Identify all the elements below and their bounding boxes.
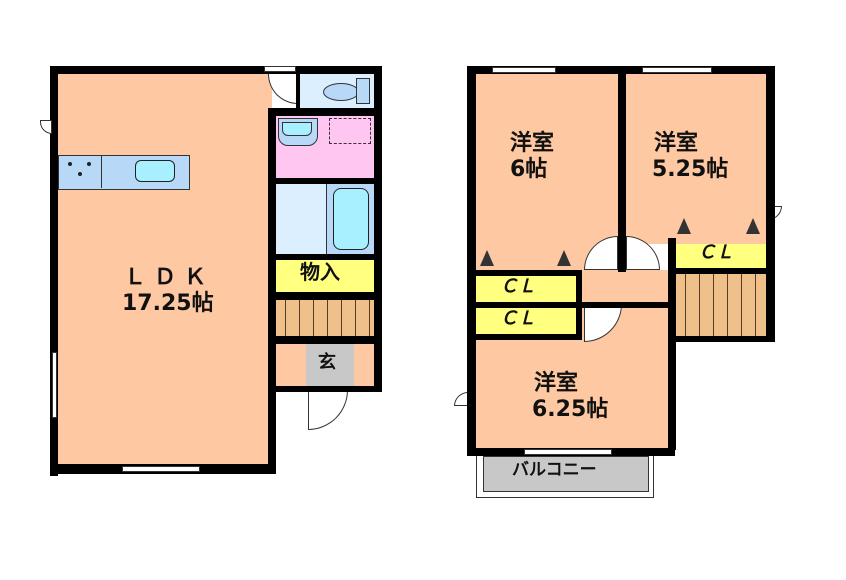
- window: [524, 449, 612, 455]
- side-door[interactable]: [454, 392, 468, 406]
- wall: [467, 66, 476, 452]
- wall: [766, 66, 775, 340]
- bedroom-5-25-label: 洋室: [654, 131, 699, 156]
- wall: [276, 292, 376, 300]
- stove-burner-icon: [78, 172, 82, 176]
- wall: [276, 254, 376, 260]
- side-door[interactable]: [40, 120, 52, 134]
- wall: [50, 66, 382, 74]
- bedroom-6-label: 洋室: [510, 131, 555, 156]
- storage-closet: [276, 260, 374, 292]
- wall: [668, 238, 676, 450]
- stove-burner-icon: [68, 162, 72, 166]
- window: [492, 67, 556, 73]
- wall: [476, 270, 576, 276]
- bedroom-6: [476, 74, 618, 270]
- closet-bedroom-6: [476, 276, 576, 302]
- wall: [668, 268, 768, 274]
- wall: [618, 66, 626, 272]
- bedroom-6-size: 6帖: [510, 157, 548, 182]
- closet-bedroom-5-25: [674, 244, 766, 268]
- entrance-door[interactable]: [308, 390, 348, 430]
- bedroom-6-25-label: 洋室: [534, 371, 579, 396]
- closet-door-marker: [480, 250, 494, 266]
- wall: [272, 386, 382, 392]
- wall: [374, 66, 382, 388]
- washing-machine-space: [329, 118, 371, 144]
- stove-burner-icon: [87, 162, 91, 166]
- wall: [668, 336, 775, 342]
- balcony-label: バルコニー: [512, 460, 597, 480]
- sink-icon: [135, 160, 175, 182]
- window: [52, 352, 57, 418]
- wall: [296, 66, 300, 110]
- toilet-door[interactable]: [268, 74, 298, 104]
- entrance-label: 玄: [318, 352, 336, 373]
- closet-label: ＣＬ: [698, 242, 734, 263]
- wall: [50, 66, 58, 476]
- storage-label: 物入: [300, 260, 340, 284]
- closet-label: ＣＬ: [500, 276, 536, 297]
- balcony: [483, 456, 649, 492]
- wall: [268, 108, 382, 116]
- washbasin-bowl-icon: [282, 122, 312, 136]
- window: [122, 466, 200, 472]
- bedroom-5-25: [626, 74, 766, 244]
- wall: [272, 336, 382, 344]
- closet-door-marker: [677, 218, 691, 234]
- closet-door-marker: [746, 218, 760, 234]
- window: [264, 66, 296, 72]
- closet-door-marker: [557, 250, 571, 266]
- bathtub-basin-icon: [333, 188, 369, 250]
- closet-bedroom-6-25: [476, 308, 576, 334]
- wall: [476, 302, 676, 308]
- ldk-label: ＬＤＫ: [124, 265, 215, 290]
- stove-divider: [101, 155, 102, 188]
- wall: [276, 178, 376, 184]
- staircase: [272, 300, 376, 336]
- ldk-size-label: 17.25帖: [122, 291, 214, 316]
- hallway: [582, 270, 672, 302]
- toilet-tank-icon: [356, 78, 370, 104]
- entrance-genkan: [306, 344, 354, 388]
- window: [642, 67, 712, 73]
- bedroom-6-25-size: 6.25帖: [532, 397, 609, 422]
- bedroom-5-25-size: 5.25帖: [652, 157, 729, 182]
- wall: [476, 334, 582, 340]
- toilet-bowl-icon: [323, 83, 359, 101]
- wall: [268, 108, 276, 474]
- staircase: [672, 274, 766, 338]
- closet-label: ＣＬ: [500, 308, 536, 329]
- ldk-floor: [58, 74, 268, 464]
